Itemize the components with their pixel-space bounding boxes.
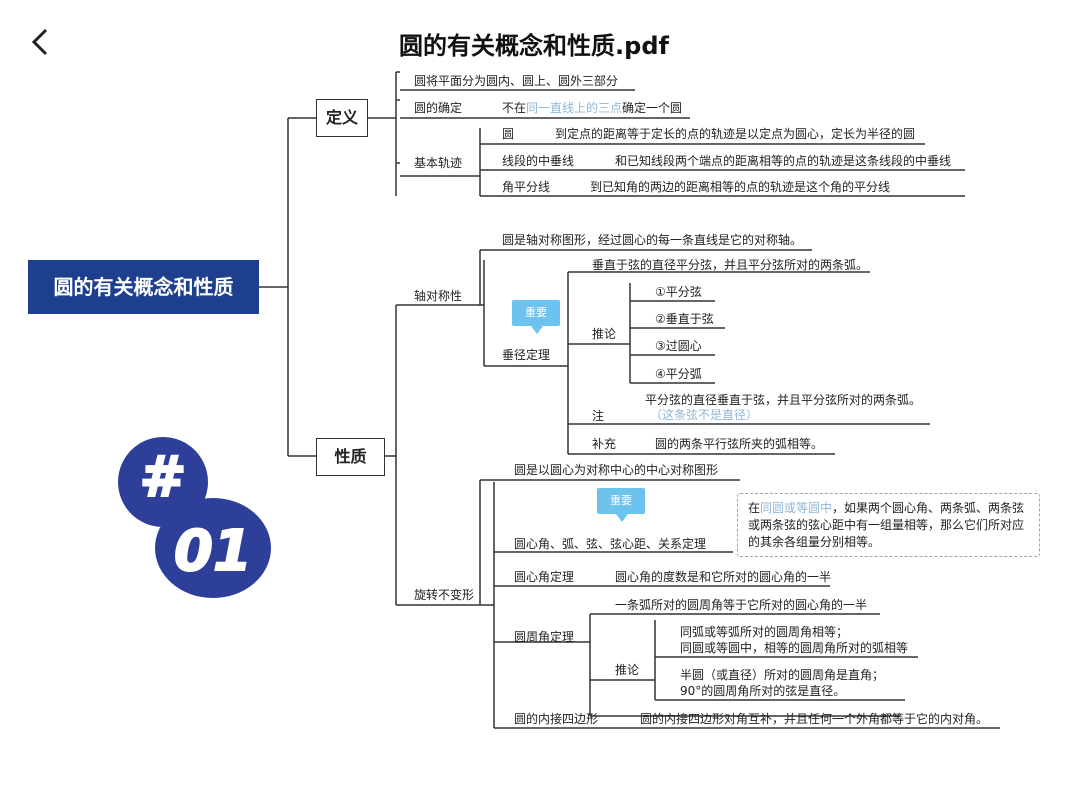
perpendicular-diameter-theorem-label: 垂径定理 [502, 348, 551, 362]
axial-symmetry-label: 轴对称性 [414, 289, 463, 303]
locus-bisector-text: 和已知线段两个端点的距离相等的点的轨迹是这条线段的中垂线 [615, 154, 952, 168]
circle-determination-label: 圆的确定 [414, 101, 463, 115]
relation-theorem-label: 圆心角、弧、弦、弦心距、关系定理 [514, 537, 707, 551]
definition-node: 定义 [316, 99, 368, 137]
chevron-left-icon [31, 28, 48, 56]
corollary-item: ①平分弦 [655, 285, 702, 299]
corollary-item: ③过圆心 [655, 339, 702, 353]
locus-angle-text: 到已知角的两边的距离相等的点的轨迹是这个角的平分线 [590, 180, 891, 194]
supplement-label: 补充 [592, 437, 617, 451]
top-bar: 圆的有关概念和性质.pdf [0, 0, 1068, 80]
inscribed-quad-label: 圆的内接四边形 [514, 712, 599, 726]
properties-node: 性质 [316, 438, 385, 476]
inscribed-corollary-1a: 同弧或等弧所对的圆周角相等； [680, 625, 849, 639]
root-node: 圆的有关概念和性质 [28, 260, 259, 314]
corollary-item: ②垂直于弦 [655, 312, 714, 326]
axial-symmetry-statement: 圆是轴对称图形，经过圆心的每一条直线是它的对称轴。 [502, 233, 803, 247]
definition-item-1: 圆将平面分为圆内、圆上、圆外三部分 [414, 74, 619, 88]
circle-determination-text: 不在同一直线上的三点确定一个圆 [502, 101, 683, 115]
number-01-stamp: # 01 [118, 437, 271, 598]
corollary-item: ④平分弧 [655, 367, 702, 381]
important-badge: 重要 [597, 488, 645, 522]
rotation-invariance-label: 旋转不变形 [414, 588, 475, 602]
inscribed-angle-theorem-main: 一条弧所对的圆周角等于它所对的圆心角的一半 [615, 598, 868, 612]
supplement-text: 圆的两条平行弦所夹的弧相等。 [655, 437, 824, 451]
inscribed-corollary-2a: 半圆（或直径）所对的圆周角是直角； [680, 668, 885, 682]
stamp-number: 01 [174, 519, 252, 584]
central-angle-theorem-label: 圆心角定理 [514, 570, 575, 584]
note-label: 注 [592, 409, 605, 423]
central-angle-theorem-text: 圆心角的度数是和它所对的圆心角的一半 [615, 570, 832, 584]
inscribed-corollary-label: 推论 [615, 663, 640, 677]
locus-circle-text: 到定点的距离等于定长的点的轨迹是以定点为圆心，定长为半径的圆 [555, 127, 916, 141]
inscribed-angle-theorem-label: 圆周角定理 [514, 630, 575, 644]
inscribed-corollary-2b: 90°的圆周角所对的弦是直径。 [680, 684, 846, 698]
corollary-label: 推论 [592, 327, 617, 341]
relation-note-box: 在同圆或等圆中，如果两个圆心角、两条弧、两条弦或两条弦的弦心距中有一组量相等，那… [737, 493, 1040, 557]
inscribed-corollary-1b: 同圆或等圆中，相等的圆周角所对的弧相等 [680, 641, 909, 655]
back-button[interactable] [26, 22, 60, 62]
inscribed-quad-text: 圆的内接四边形对角互补，并且任何一个外角都等于它的内对角。 [640, 712, 989, 726]
central-symmetry-statement: 圆是以圆心为对称中心的中心对称图形 [514, 463, 719, 477]
perpendicular-diameter-main: 垂直于弦的直径平分弦，并且平分弦所对的两条弧。 [592, 258, 869, 272]
document-title: 圆的有关概念和性质.pdf [399, 32, 669, 60]
important-badge: 重要 [512, 300, 560, 334]
note-subtext: （这条弦不是直径） [650, 408, 759, 422]
basic-locus-label: 基本轨迹 [414, 156, 463, 170]
locus-bisector-label: 线段的中垂线 [502, 154, 575, 168]
note-text: 平分弦的直径垂直于弦，并且平分弦所对的两条弧。 [645, 393, 922, 407]
stamp-hash: # [140, 445, 187, 510]
locus-angle-label: 角平分线 [502, 180, 551, 194]
locus-circle-label: 圆 [502, 127, 515, 141]
